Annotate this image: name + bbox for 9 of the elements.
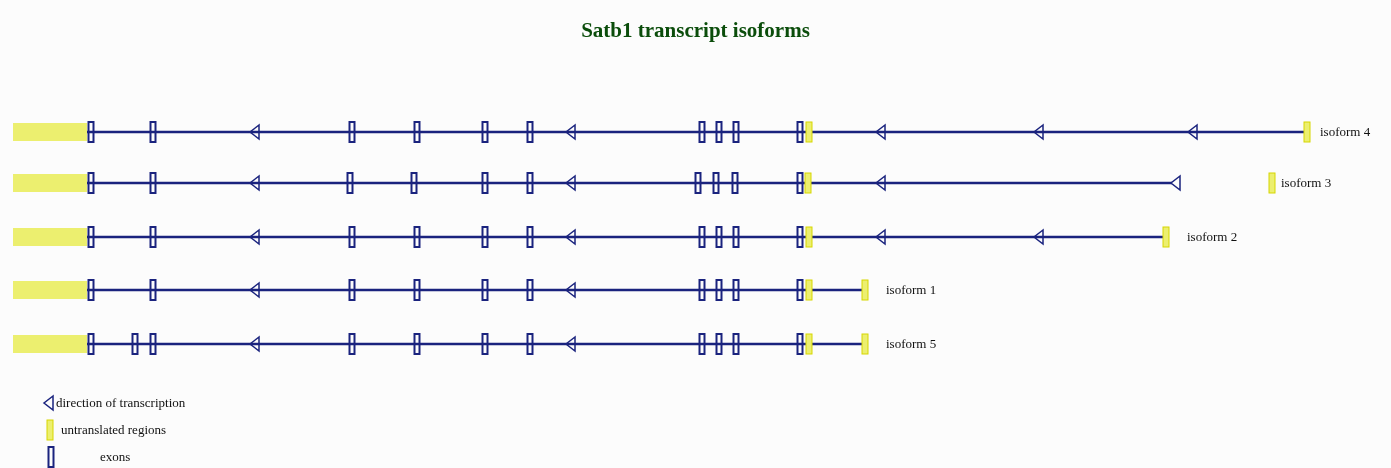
legend-label: direction of transcription — [56, 395, 186, 410]
isoform-label: isoform 1 — [886, 282, 937, 297]
isoform-label: isoform 3 — [1281, 175, 1332, 190]
isoform-label: isoform 4 — [1320, 124, 1371, 139]
isoform-label: isoform 2 — [1187, 229, 1238, 244]
legend-label: untranslated regions — [61, 422, 167, 437]
isoform-label: isoform 5 — [886, 336, 937, 351]
diagram-title: Satb1 transcript isoforms — [580, 18, 811, 43]
legend-label: exons — [100, 449, 131, 464]
